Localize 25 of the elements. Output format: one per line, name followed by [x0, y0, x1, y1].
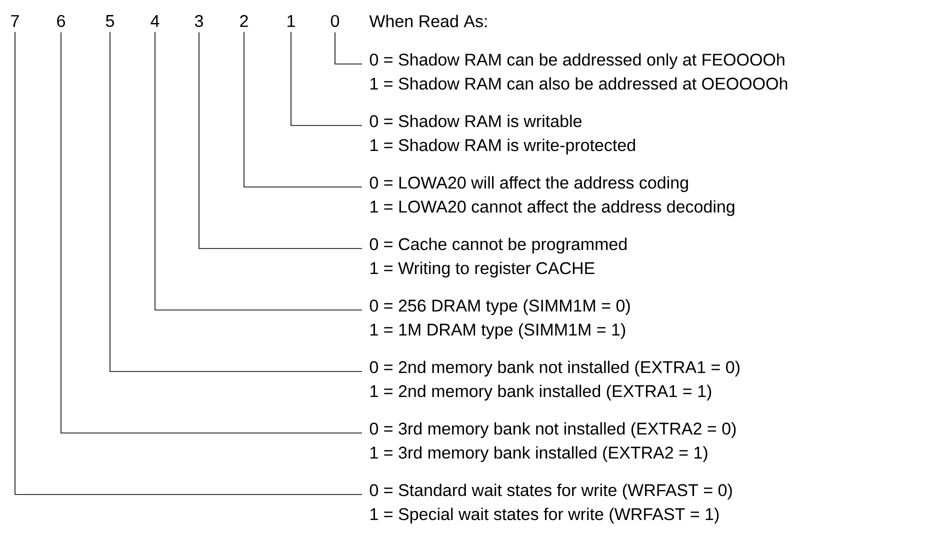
- bit-description: 0 = Shadow RAM can be addressed only at FEOOOOh 1 = Shadow RAM can also be addressed at OEOOOOh: [370, 53, 788, 90]
- bit-description: 0 = Standard wait states for write (WRFAST = 0) 1 = Special wait states for write (WRFAST = 1): [370, 484, 732, 524]
- leader-line: [334, 32, 362, 64]
- leader-line: [154, 32, 362, 310]
- bit-description: 0 = 3rd memory bank not installed (EXTRA2 = 0) 1 = 3rd memory bank installed (EXTRA2 = 1): [370, 422, 736, 462]
- leader-line: [14, 32, 362, 495]
- heading: When Read As:: [369, 14, 487, 28]
- bit-number: 6: [57, 14, 65, 28]
- bit-number: 5: [106, 15, 114, 27]
- bit-number: 2: [240, 15, 248, 27]
- bit-description: 0 = Cache cannot be programmed 1 = Writing to register CACHE: [370, 238, 627, 278]
- leader-line: [244, 32, 362, 188]
- bit-description: 0 = LOWA20 will affect the address coding 1 = LOWA20 cannot affect the address decoding: [370, 176, 734, 216]
- bit-number: 4: [150, 15, 160, 27]
- leader-line: [290, 32, 362, 126]
- bit-number: 7: [11, 15, 19, 27]
- bit-description: 0 = Shadow RAM is writable 1 = Shadow RAM is write-protected: [370, 114, 635, 155]
- bit-description: 0 = 256 DRAM type (SIMM1M = 0) 1 = 1M DRAM type (SIMM1M = 1): [370, 299, 630, 340]
- bit-number: 0: [330, 14, 340, 28]
- bit-description: 0 = 2nd memory bank not installed (EXTRA1 = 0) 1 = 2nd memory bank installed (EXTRA1 = 1): [370, 360, 740, 401]
- leader-line: [110, 32, 362, 372]
- bit-number: 3: [194, 14, 203, 28]
- leader-line: [60, 32, 362, 434]
- leader-line: [198, 32, 362, 249]
- bit-number: 1: [288, 15, 295, 27]
